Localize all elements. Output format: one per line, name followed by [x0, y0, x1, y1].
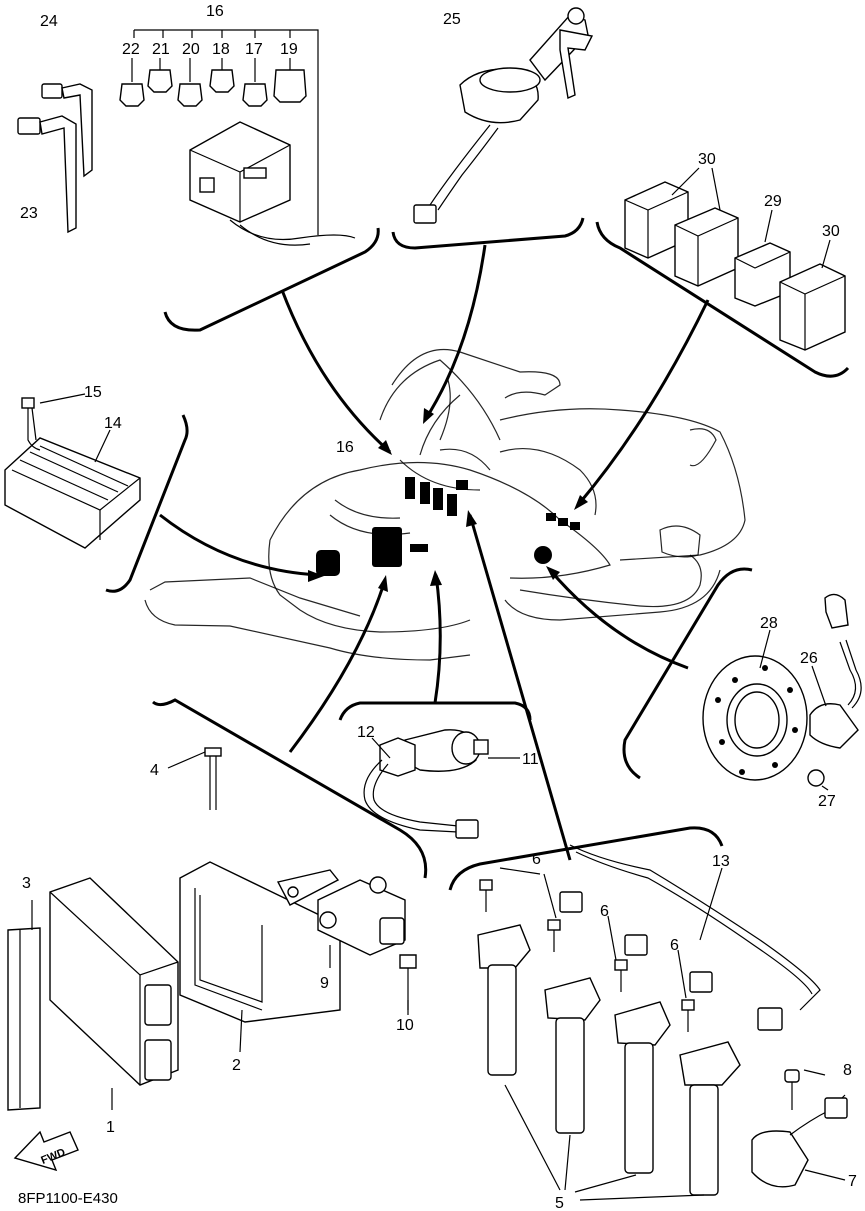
callout-26: 26	[800, 650, 818, 667]
callout-19: 19	[280, 41, 298, 58]
callout-14: 14	[104, 415, 122, 432]
vehicle-outline	[144, 348, 746, 661]
callout-7: 7	[848, 1173, 857, 1190]
callout-3: 3	[22, 875, 31, 892]
callout-16-top: 16	[206, 3, 224, 20]
callout-27: 27	[818, 793, 836, 810]
diagram-code: 8FP1100-E430	[18, 1190, 118, 1207]
callout-6-a: 6	[532, 851, 541, 868]
fwd-arrow: FWD	[13, 1130, 79, 1172]
rectifier-regulator	[4, 393, 141, 549]
callout-15: 15	[84, 384, 102, 401]
callout-20: 20	[182, 41, 200, 58]
ignition-coils	[477, 844, 848, 1201]
callout-12: 12	[357, 724, 375, 741]
callout-17: 17	[245, 41, 263, 58]
callout-13: 13	[712, 853, 730, 870]
callout-24: 24	[40, 13, 58, 30]
callout-9: 9	[320, 975, 329, 992]
main-switch	[413, 7, 594, 224]
cable-ties	[17, 83, 93, 234]
callout-6-c: 6	[670, 937, 679, 954]
callout-6-b: 6	[600, 903, 609, 920]
ecu-assembly	[7, 747, 417, 1111]
callout-21: 21	[152, 41, 170, 58]
callout-16-mid: 16	[336, 439, 354, 456]
sensor-assembly	[363, 729, 520, 839]
callout-1: 1	[106, 1119, 115, 1136]
callout-5: 5	[555, 1195, 564, 1211]
callout-28: 28	[760, 615, 778, 632]
callout-labels: 24 23 16 22 21 20 18 17 19 25 30 29 30 1…	[18, 3, 857, 1211]
fuse-box-assembly	[119, 29, 356, 246]
relays	[624, 167, 846, 351]
callout-25: 25	[443, 11, 461, 28]
callout-30-b: 30	[822, 223, 840, 240]
callout-4: 4	[150, 762, 159, 779]
leader-lines	[159, 244, 710, 861]
callout-22: 22	[122, 41, 140, 58]
callout-10: 10	[396, 1017, 414, 1034]
callout-29: 29	[764, 193, 782, 210]
callout-30-a: 30	[698, 151, 716, 168]
callout-11: 11	[522, 751, 539, 768]
callout-2: 2	[232, 1057, 241, 1074]
stator-pickup	[702, 593, 862, 791]
callout-18: 18	[212, 41, 230, 58]
callout-8: 8	[843, 1062, 852, 1079]
callout-23: 23	[20, 205, 38, 222]
group-brackets	[105, 217, 850, 891]
